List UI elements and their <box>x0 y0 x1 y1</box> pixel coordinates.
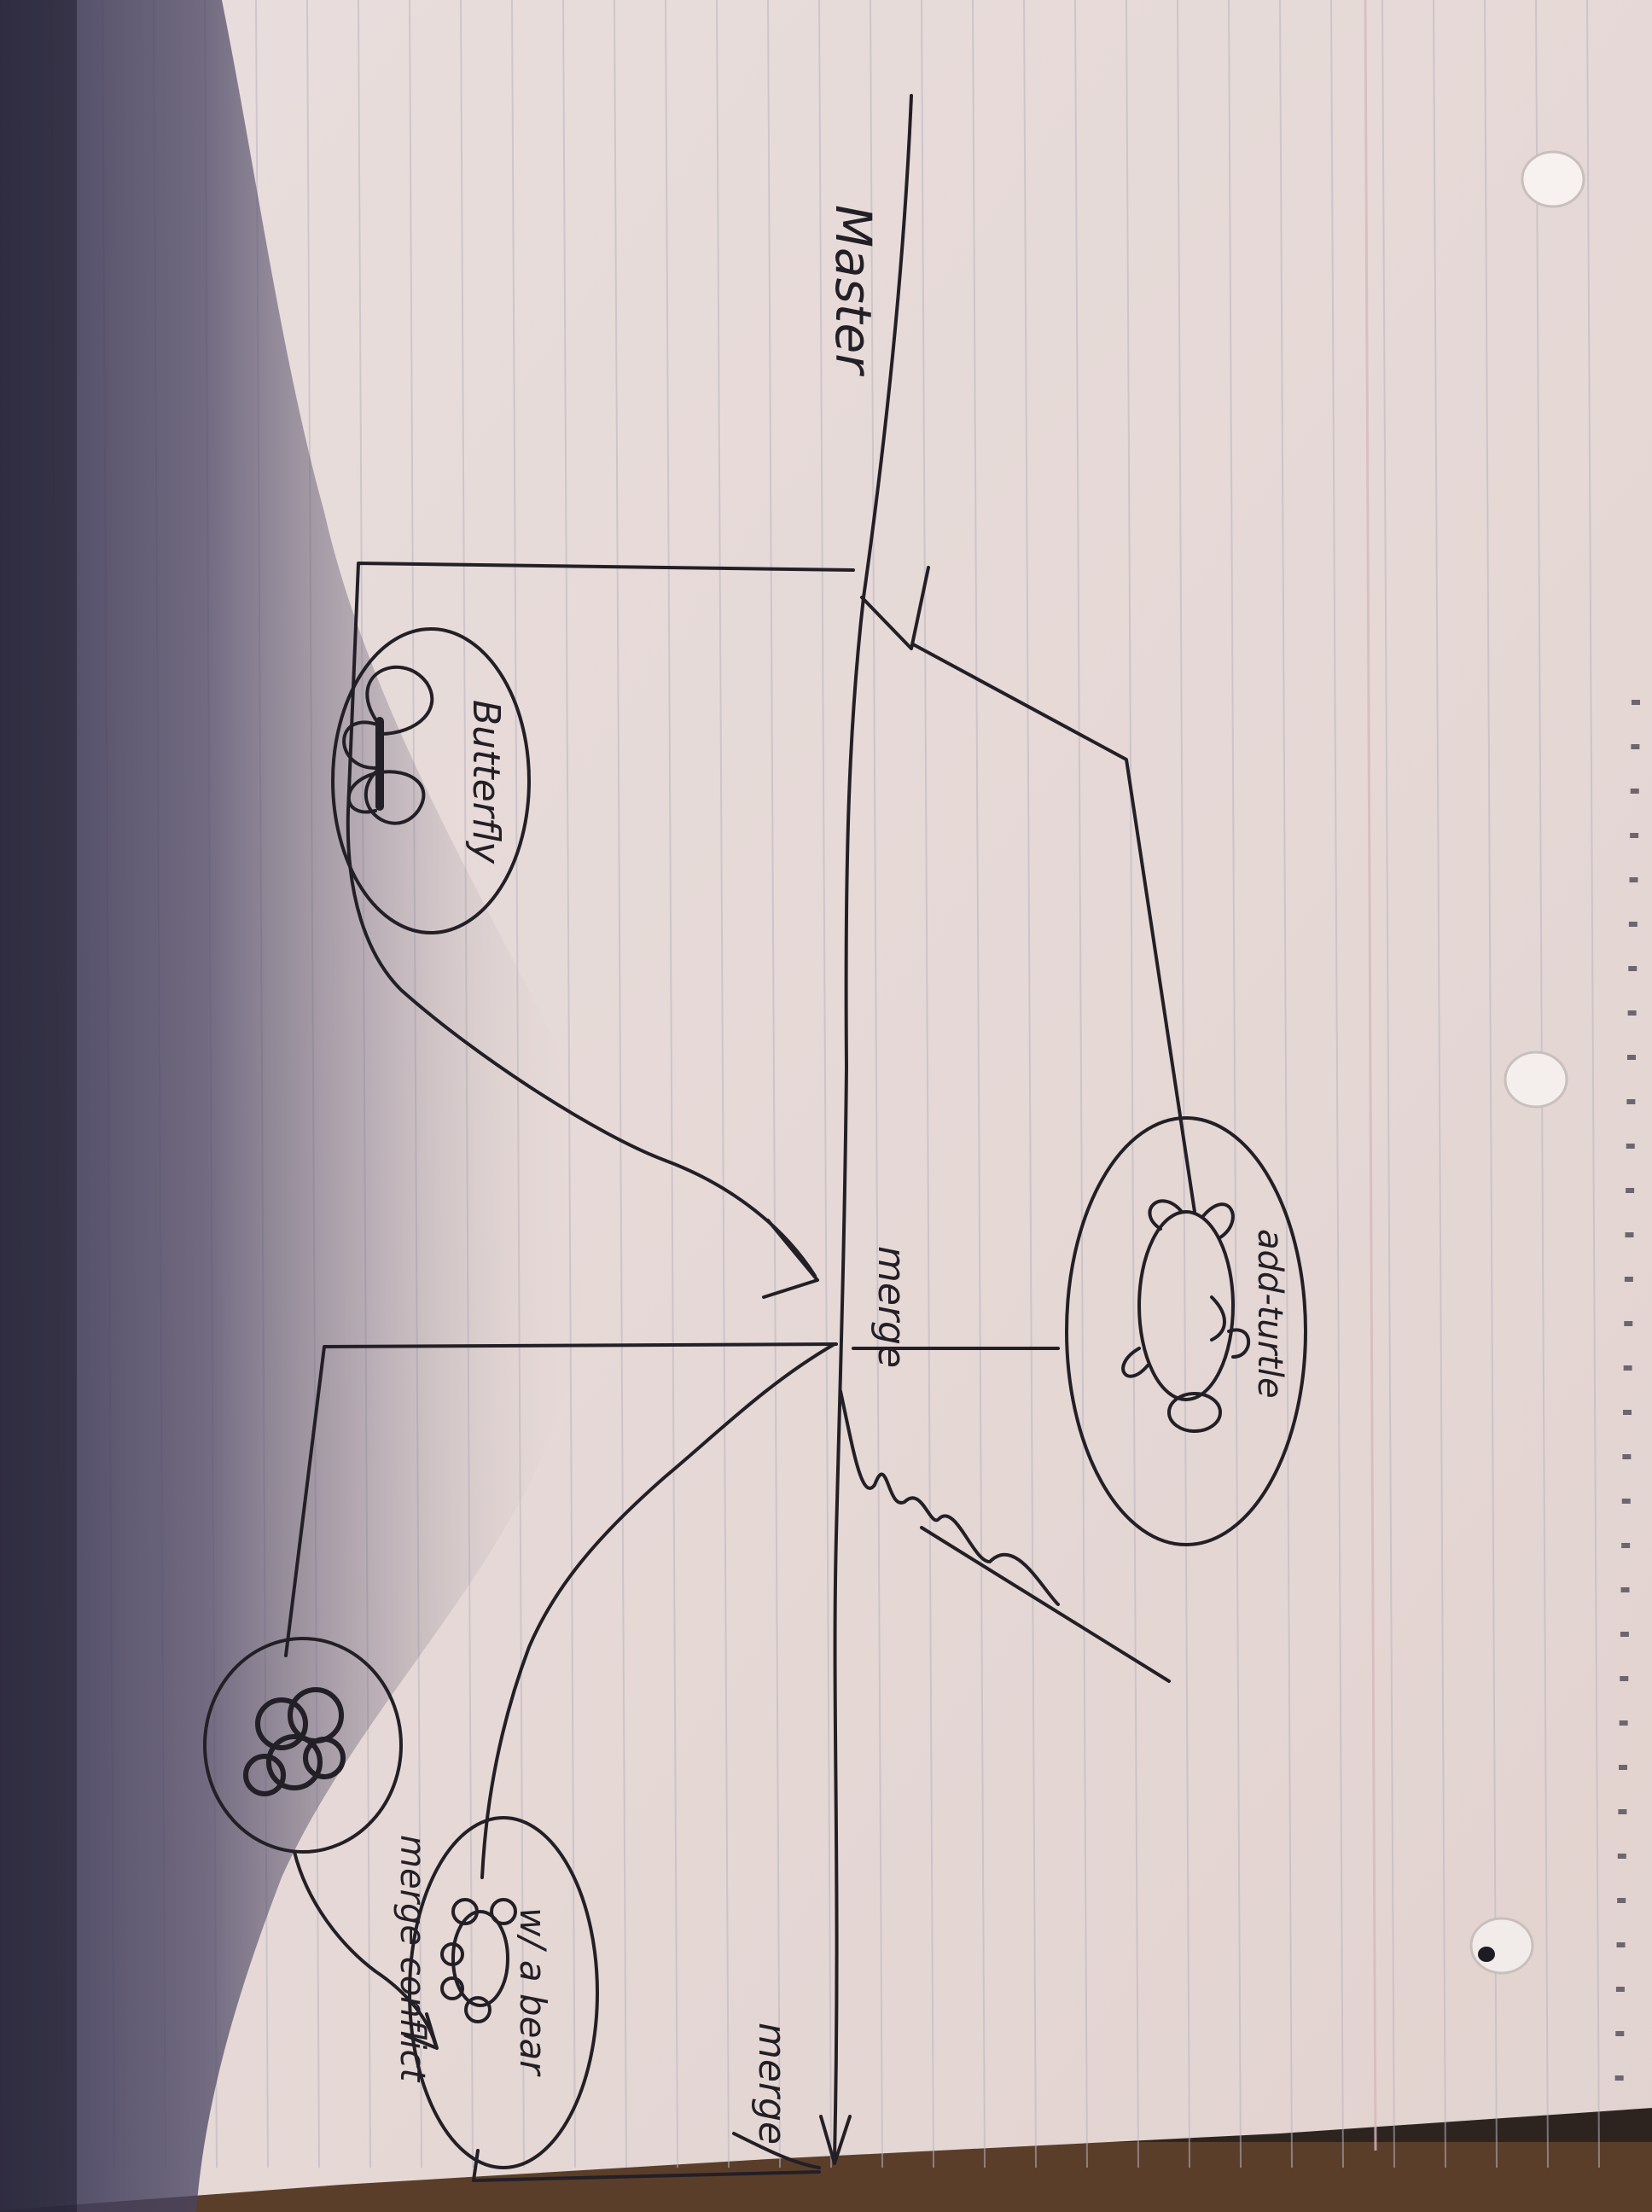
bear-icon <box>440 1898 517 2023</box>
label-butterfly: Butterfly <box>464 700 508 864</box>
rule-line <box>1074 0 1088 2168</box>
perforation <box>1632 700 1640 705</box>
perforation <box>1621 1499 1631 1504</box>
label-merge-conflict: merge conflict <box>393 1835 432 2082</box>
perforation <box>1627 1010 1637 1016</box>
merge-tail-zigzag <box>839 1389 1060 1606</box>
perforation <box>1624 1277 1633 1282</box>
rule-line <box>1586 0 1600 2168</box>
perforation <box>1620 1632 1629 1637</box>
rule-line <box>870 0 883 2168</box>
perforation <box>1624 1321 1633 1326</box>
perforation <box>1620 1676 1629 1681</box>
label-merge-top: merge <box>870 1246 913 1368</box>
master-arrow-bottom <box>819 2115 852 2165</box>
label-master: Master <box>824 205 882 376</box>
rule-line <box>1228 0 1242 2168</box>
bottom-connector <box>472 2149 821 2182</box>
turtle-icon <box>1121 1199 1251 1433</box>
flower-cluster-icon <box>243 1687 346 1796</box>
perforation <box>1616 1942 1626 1947</box>
rule-line <box>1126 0 1139 2168</box>
rule-line <box>972 0 986 2168</box>
rule-line <box>1382 0 1395 2168</box>
flower-commit-circle <box>203 1637 403 1854</box>
perforation <box>1627 1055 1637 1060</box>
turtle-commit-circle <box>1065 1116 1307 1546</box>
rule-line <box>921 0 934 2168</box>
margin-line <box>1364 0 1377 2151</box>
shadow-edge <box>0 0 77 2212</box>
rule-line <box>767 0 781 2168</box>
perforation <box>1628 922 1637 927</box>
rule-line <box>1484 0 1498 2168</box>
perforation <box>1626 1099 1636 1104</box>
shadow-overlay <box>0 0 587 2212</box>
rule-line <box>562 0 576 2168</box>
rule-line <box>1177 0 1190 2168</box>
perforation <box>1630 789 1639 794</box>
binder-hole-bottom <box>1469 1917 1534 1975</box>
rule-line <box>716 0 730 2168</box>
perforation <box>1621 1543 1631 1548</box>
butterfly-icon <box>342 665 434 825</box>
rule-line <box>665 0 678 2168</box>
bear-branch-line <box>480 1342 836 1879</box>
perforation <box>1626 1144 1635 1149</box>
merge-diagonal <box>920 1526 1171 1683</box>
perforation <box>1619 1765 1628 1770</box>
merge-conflict-arrow <box>293 1850 437 2046</box>
rule-line <box>1279 0 1293 2168</box>
perforation <box>1620 1587 1630 1592</box>
rule-line <box>614 0 627 2168</box>
rule-line <box>1433 0 1446 2168</box>
rule-line <box>1023 0 1037 2168</box>
perforation <box>1629 877 1638 882</box>
label-turtle: add-turtle <box>1250 1229 1289 1399</box>
butterfly-branch-line <box>346 562 855 1278</box>
butterfly-commit-circle <box>331 627 531 934</box>
drawing <box>203 94 1307 2182</box>
perforation <box>1617 1854 1626 1859</box>
perforation <box>1623 1365 1632 1371</box>
perforation <box>1622 1454 1632 1459</box>
perforation <box>1628 966 1637 971</box>
perforation <box>1625 1232 1634 1237</box>
binder-hole-bottom-dark <box>1478 1947 1495 1962</box>
perforation <box>1615 1987 1625 1992</box>
binder-hole-middle <box>1504 1051 1568 1109</box>
spiral-perforations <box>1614 700 1640 2081</box>
flower-branch-line <box>284 1342 838 1657</box>
label-bear: w/ a bear <box>512 1907 554 2077</box>
perforation <box>1623 1410 1632 1415</box>
rule-line <box>1330 0 1344 2168</box>
perforation <box>1619 1720 1628 1726</box>
turtle-branch-line <box>911 643 1196 1214</box>
binder-hole-top <box>1521 150 1585 208</box>
merge-conflict-arrowhead <box>404 2012 439 2050</box>
rule-line <box>818 0 832 2168</box>
master-branch-line <box>833 94 913 2161</box>
fork-arrow <box>860 566 930 650</box>
butterfly-merge-arrow <box>762 1219 819 1299</box>
perforation <box>1615 2031 1625 2036</box>
perforation <box>1618 1809 1627 1814</box>
perforation <box>1630 833 1639 838</box>
perforation <box>1631 744 1640 749</box>
perforation <box>1626 1188 1635 1193</box>
label-merge-bottom: merge <box>750 2023 794 2145</box>
perforation <box>1617 1898 1626 1903</box>
perforation <box>1614 2075 1624 2081</box>
bear-commit-circle <box>408 1816 599 2169</box>
bottom-merge-arrow <box>732 2132 821 2169</box>
